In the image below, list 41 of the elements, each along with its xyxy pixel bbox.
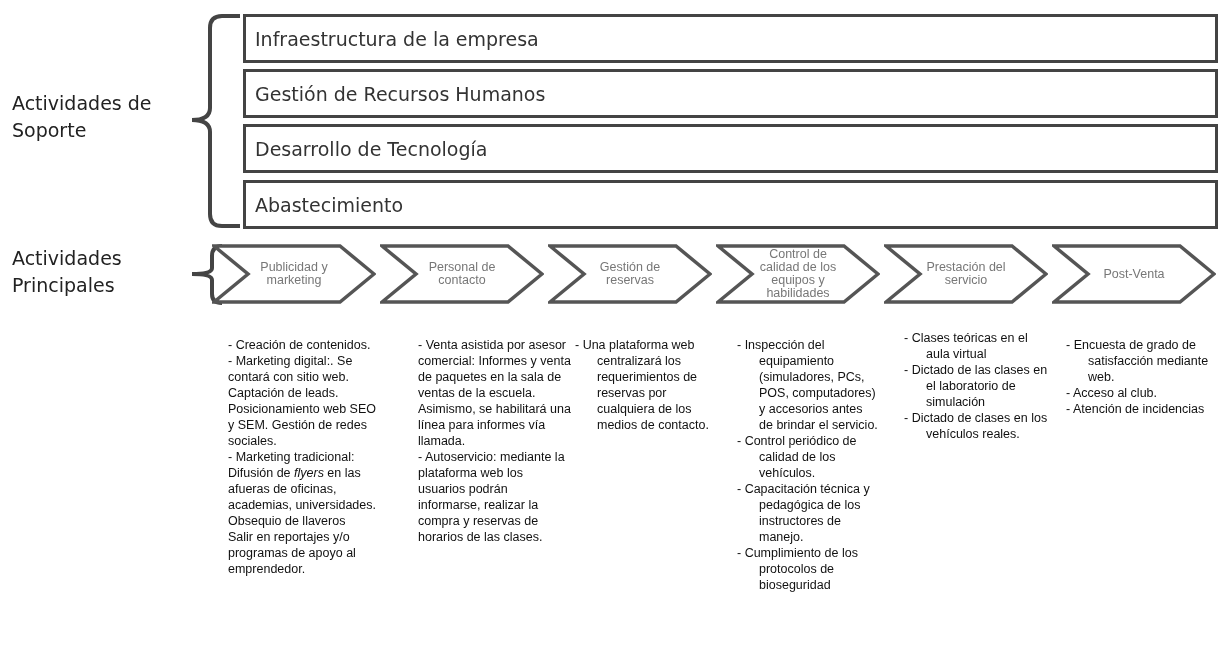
bullet-item: - Marketing digital:. Se contará con sitio web. Captación de leads. Posicionamiento web SEO y SEM. Gestión de redes sociales. <box>228 353 377 449</box>
bar-label: Desarrollo de Tecnología <box>254 137 488 160</box>
section-label: Actividades Principales <box>12 246 123 298</box>
bullet-item: - Inspección del equipamiento (simuladores, PCs, POS, computadores) y accesorios antes de brindar el servicio. <box>737 337 879 433</box>
chevron-label: Control de calidad de los equipos y habilidades <box>758 246 838 302</box>
bullet-item: - Venta asistida por asesor comercial: Informes y venta de paquetes en la sala de ventas de la escuela. Asimismo, se habilitará una línea para informes vía llamada. <box>418 337 572 449</box>
chevron-label: Gestión de reservas <box>598 259 662 289</box>
process-step <box>716 244 880 304</box>
bullet-item: Salir en reportajes y/o programas de apoyo al emprendedor. <box>228 529 357 577</box>
chevron-label: Publicidad y marketing <box>259 259 329 289</box>
bullet-item: - Dictado de las clases en el laboratorio de simulación <box>904 362 1049 410</box>
process-step <box>884 244 1048 304</box>
bullet-item: Difusión de flyers en las afueras de oficinas, academias, universidades. <box>228 465 377 513</box>
bullet-item: - Creación de contenidos. <box>228 337 372 353</box>
bullet-item: - Dictado de clases en los vehículos reales. <box>904 410 1049 442</box>
bullet-item: - Marketing tradicional: <box>228 449 356 465</box>
chevron-label: Prestación del servicio <box>925 259 1007 289</box>
bullet-item: - Control periódico de calidad de los vehículos. <box>737 433 858 481</box>
process-step <box>212 244 376 304</box>
bullet-item: - Atención de incidencias <box>1066 401 1206 417</box>
activity-bar <box>243 14 1218 63</box>
bullet-item: Obsequio de llaveros <box>228 513 347 529</box>
chevron-label: Personal de contacto <box>427 259 497 289</box>
chevron-label: Post-Venta <box>1102 265 1166 283</box>
bar-label: Abastecimiento <box>254 193 404 216</box>
bullet-item: - Clases teóricas en el aula virtual <box>904 330 1029 362</box>
bullet-item: - Encuesta de grado de satisfacción mediante web. <box>1066 337 1210 385</box>
section-label: Actividades de Soporte <box>12 91 153 143</box>
bullet-item: - Cumplimiento de los protocolos de bioseguridad <box>737 545 859 593</box>
bullet-item: - Una plataforma web centralizará los requerimientos de reservas por cualquiera de los medios de contacto. <box>575 337 710 433</box>
bar-label: Gestión de Recursos Humanos <box>254 82 546 105</box>
activity-bar <box>243 69 1218 118</box>
bullet-item: - Capacitación técnica y pedagógica de los instructores de manejo. <box>737 481 871 545</box>
process-step <box>548 244 712 304</box>
process-step <box>1052 244 1216 304</box>
process-step <box>380 244 544 304</box>
bullet-item: - Autoservicio: mediante la plataforma web los usuarios podrán informarse, realizar la compra y reservas de horarios de las clases. <box>418 449 566 545</box>
bar-label: Infraestructura de la empresa <box>254 27 539 50</box>
activity-bar <box>243 124 1218 173</box>
activity-bar <box>243 180 1218 229</box>
bullet-item: - Acceso al club. <box>1066 385 1158 401</box>
